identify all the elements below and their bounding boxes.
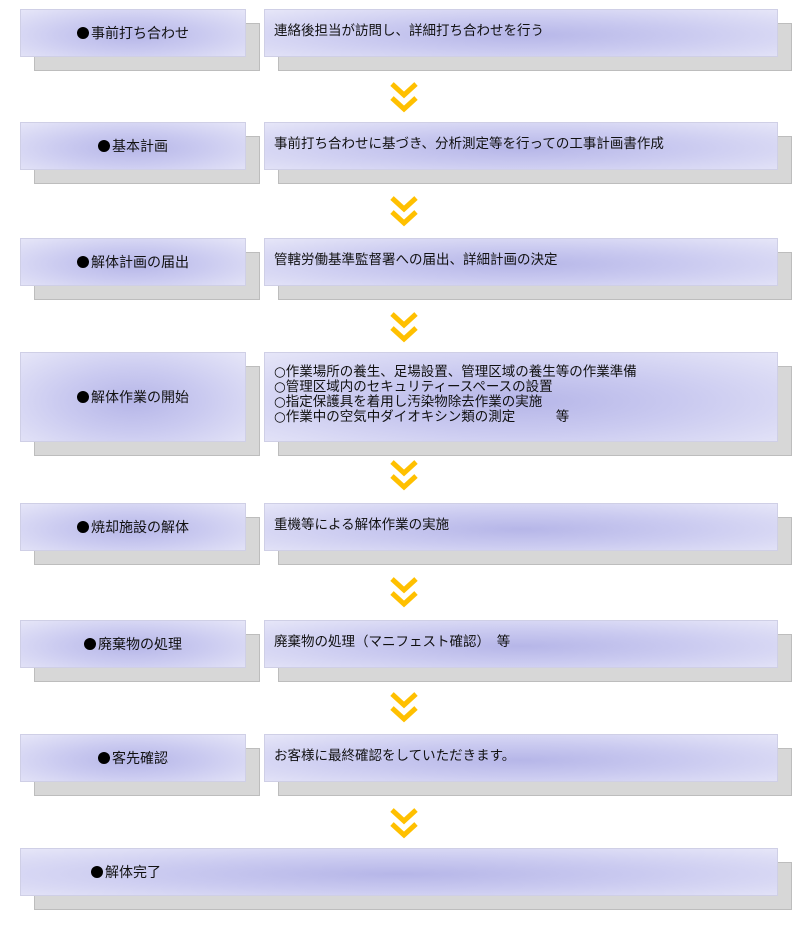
final-step-box: 解体完了 [20,848,792,910]
step-5-description-line: 重機等による解体作業の実施 [274,517,450,533]
step-1-description-line: 連絡後担当が訪問し、詳細打ち合わせを行う [274,23,544,39]
step-2-title-box: 基本計画 [20,122,260,184]
step-5-description-box-face: 重機等による解体作業の実施 [264,503,778,551]
step-6-title-text: 廃棄物の処理 [98,637,182,653]
step-3-title-box: 解体計画の届出 [20,238,260,300]
double-chevron-down-icon [390,692,418,723]
step-4-title-text: 解体作業の開始 [91,390,189,406]
step-5-title-text: 焼却施設の解体 [91,520,189,536]
step-4-title-box-face: 解体作業の開始 [20,352,246,442]
step-4-description-line: ○作業中の空気中ダイオキシン類の測定 等 [274,409,570,425]
step-2-description-line: 事前打ち合わせに基づき、分析測定等を行っての工事計画書作成 [274,136,664,152]
double-chevron-down-icon [390,196,418,227]
double-chevron-down-icon [390,82,418,113]
bullet-icon [77,391,89,403]
step-6-title: 廃棄物の処理 [84,634,182,654]
step-7-title-box: 客先確認 [20,734,260,796]
step-6-title-box: 廃棄物の処理 [20,620,260,682]
step-2-description-box: 事前打ち合わせに基づき、分析測定等を行っての工事計画書作成 [264,122,792,184]
double-chevron-down-icon [390,577,418,608]
bullet-icon [77,27,89,39]
step-4-description-line: ○指定保護具を着用し汚染物除去作業の実施 [274,394,543,410]
step-1-title-text: 事前打ち合わせ [91,26,189,42]
step-5-title-box: 焼却施設の解体 [20,503,260,565]
step-4-description-box: ○作業場所の養生、足場設置、管理区域の養生等の作業準備○管理区域内のセキュリティ… [264,352,792,456]
step-6-description-box: 廃棄物の処理（マニフェスト確認） 等 [264,620,792,682]
step-3-description-box: 管轄労働基準監督署への届出、詳細計画の決定 [264,238,792,300]
step-7-description-box-face: お客様に最終確認をしていただきます。 [264,734,778,782]
step-7-description-line: お客様に最終確認をしていただきます。 [274,748,516,764]
step-5-title-box-face: 焼却施設の解体 [20,503,246,551]
step-1-title-box-face: 事前打ち合わせ [20,9,246,57]
double-chevron-down-icon [390,460,418,491]
step-3-title-box-face: 解体計画の届出 [20,238,246,286]
bullet-icon [98,752,110,764]
final-step-box-face: 解体完了 [20,848,778,896]
step-7-title-text: 客先確認 [112,751,168,767]
step-1-description-box-face: 連絡後担当が訪問し、詳細打ち合わせを行う [264,9,778,57]
step-4-title-box: 解体作業の開始 [20,352,260,456]
step-7-description-box: お客様に最終確認をしていただきます。 [264,734,792,796]
step-7-title: 客先確認 [98,748,168,768]
bullet-icon [77,256,89,268]
step-2-title-box-face: 基本計画 [20,122,246,170]
step-4-description-line: ○作業場所の養生、足場設置、管理区域の養生等の作業準備 [274,364,637,380]
step-1-description-box: 連絡後担当が訪問し、詳細打ち合わせを行う [264,9,792,71]
step-5-title: 焼却施設の解体 [77,517,189,537]
step-2-title: 基本計画 [98,136,168,156]
step-7-title-box-face: 客先確認 [20,734,246,782]
step-6-title-box-face: 廃棄物の処理 [20,620,246,668]
bullet-icon [84,638,96,650]
step-6-description-line: 廃棄物の処理（マニフェスト確認） 等 [274,634,511,650]
step-2-title-text: 基本計画 [112,139,168,155]
step-3-title-text: 解体計画の届出 [91,255,189,271]
bullet-icon [91,866,103,878]
step-1-title-box: 事前打ち合わせ [20,9,260,71]
final-step-title: 解体完了 [91,862,161,882]
final-step-title-text: 解体完了 [105,865,161,881]
step-5-description-box: 重機等による解体作業の実施 [264,503,792,565]
step-4-description-box-face: ○作業場所の養生、足場設置、管理区域の養生等の作業準備○管理区域内のセキュリティ… [264,352,778,442]
double-chevron-down-icon [390,808,418,839]
bullet-icon [98,140,110,152]
step-1-title: 事前打ち合わせ [77,23,189,43]
step-4-description-line: ○管理区域内のセキュリティースペースの設置 [274,379,553,395]
step-6-description-box-face: 廃棄物の処理（マニフェスト確認） 等 [264,620,778,668]
double-chevron-down-icon [390,312,418,343]
step-4-title: 解体作業の開始 [77,387,189,407]
step-3-title: 解体計画の届出 [77,252,189,272]
bullet-icon [77,521,89,533]
step-3-description-line: 管轄労働基準監督署への届出、詳細計画の決定 [274,252,558,268]
step-2-description-box-face: 事前打ち合わせに基づき、分析測定等を行っての工事計画書作成 [264,122,778,170]
step-3-description-box-face: 管轄労働基準監督署への届出、詳細計画の決定 [264,238,778,286]
